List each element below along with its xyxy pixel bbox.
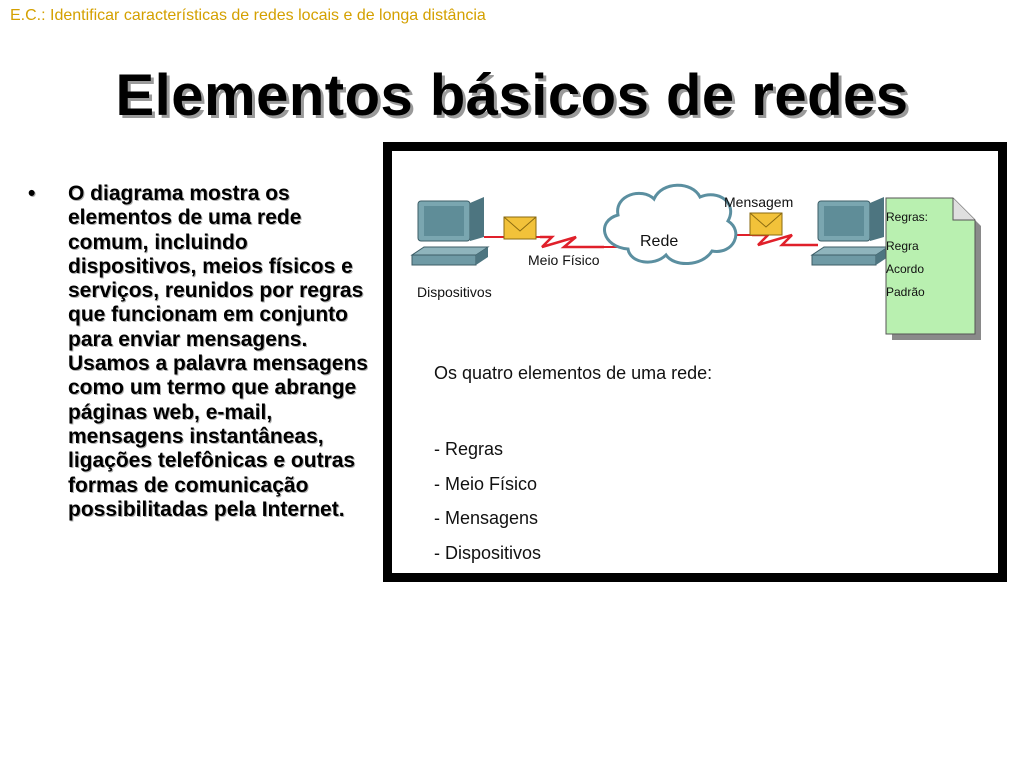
slide-title: Elementos básicos de redes bbox=[115, 63, 909, 128]
network-label: Rede bbox=[640, 233, 679, 250]
network-diagram: Dispositivos Meio Físico Rede Mensagem R… bbox=[392, 151, 998, 573]
bullet-paragraph: • O diagrama mostra os elementos de uma … bbox=[28, 182, 368, 522]
diagram-graphics bbox=[410, 183, 981, 340]
bullet-text: O diagrama mostra os elementos de uma re… bbox=[68, 182, 368, 521]
elements-list: - Regras - Meio Físico - Mensagens - Dis… bbox=[434, 432, 541, 570]
network-cloud-icon bbox=[603, 183, 738, 265]
rules-card-item: Regra bbox=[886, 239, 919, 253]
rules-card bbox=[885, 197, 981, 340]
network-diagram-frame: Dispositivos Meio Físico Rede Mensagem R… bbox=[383, 142, 1007, 582]
left-computer-icon bbox=[410, 197, 490, 266]
course-objective-note: E.C.: Identificar características de red… bbox=[10, 7, 486, 24]
rules-card-text: Regras: Regra Acordo Padrão bbox=[886, 206, 928, 304]
rules-card-item: Padrão bbox=[886, 285, 925, 299]
right-cable-icon bbox=[726, 233, 818, 247]
diagram-caption: Os quatro elementos de uma rede: bbox=[434, 363, 713, 383]
message-label: Mensagem bbox=[724, 194, 794, 210]
elements-list-item: - Dispositivos bbox=[434, 542, 542, 563]
right-envelope-icon bbox=[749, 212, 783, 236]
elements-list-item: - Meio Físico bbox=[434, 473, 538, 494]
left-envelope-icon bbox=[503, 216, 537, 240]
devices-label: Dispositivos bbox=[417, 284, 492, 300]
elements-list-item: - Regras bbox=[434, 439, 504, 459]
medium-label: Meio Físico bbox=[528, 252, 600, 268]
rules-card-item: Acordo bbox=[886, 262, 925, 276]
elements-list-item: - Mensagens bbox=[434, 508, 539, 528]
rules-card-title: Regras: bbox=[886, 210, 929, 224]
bullet-marker: • bbox=[28, 182, 36, 205]
right-computer-icon bbox=[810, 197, 890, 266]
